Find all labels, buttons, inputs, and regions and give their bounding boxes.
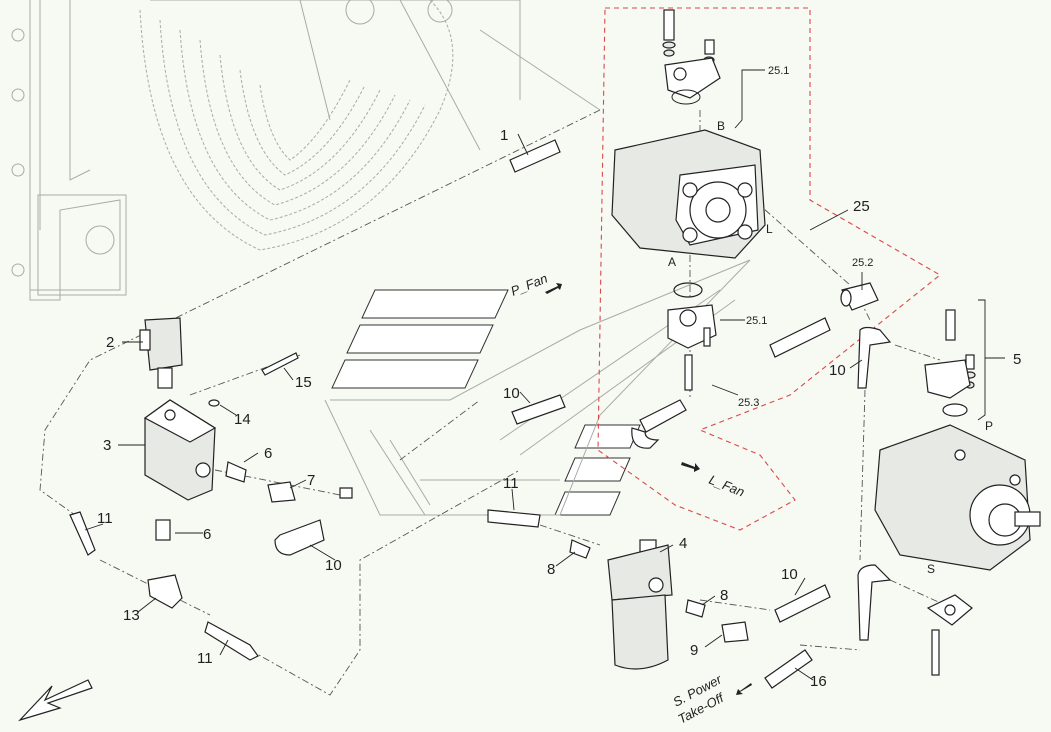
callout-15: 15 <box>295 374 312 391</box>
callout-10b: 10 <box>325 557 342 574</box>
takeoff-arrow-icon <box>736 683 752 695</box>
callout-25-3: 25.3 <box>738 397 759 409</box>
l-fan-arrow-icon <box>681 462 700 472</box>
callout-11a: 11 <box>503 475 519 492</box>
callout-10d: 10 <box>781 566 798 583</box>
valve-block-3 <box>143 399 217 501</box>
hose-25-3 <box>631 399 687 449</box>
callout-8a: 8 <box>547 561 555 578</box>
port-l-label: L <box>766 222 773 236</box>
callout-4: 4 <box>679 535 687 552</box>
kit-25-boundary <box>597 7 941 531</box>
flange-kit-5 <box>924 309 976 417</box>
arrow-down-left-icon <box>18 679 93 722</box>
fittings-11 <box>69 139 566 661</box>
port-labels: B A L P S <box>668 119 993 576</box>
p-fan-arrow-icon <box>545 283 562 294</box>
flow-arrows <box>18 283 752 722</box>
callout-14: 14 <box>234 411 251 428</box>
pipe-centerlines <box>39 109 946 696</box>
port-b-label: B <box>717 119 725 133</box>
callout-10a: 10 <box>503 385 520 402</box>
background-fan-assembly <box>11 0 601 301</box>
callout-25-1-lower: 25.1 <box>746 315 767 327</box>
solenoid-valve-2 <box>139 317 183 389</box>
hoses-10-right <box>764 317 892 689</box>
callout-3: 3 <box>103 437 111 454</box>
callout-5: 5 <box>1013 351 1021 368</box>
port-p-label: P <box>985 419 993 433</box>
callout-25-2: 25.2 <box>852 257 873 269</box>
hose-routing-bands <box>324 259 751 516</box>
callout-25: 25 <box>853 198 870 215</box>
port-a-label: A <box>668 255 676 269</box>
callout-9: 9 <box>690 642 698 659</box>
misc-fittings-left <box>147 352 353 609</box>
l-fan-label: L_Fan <box>707 472 747 500</box>
fitting-25-2 <box>840 282 879 311</box>
callout-2: 2 <box>106 334 114 351</box>
callout-10c: 10 <box>829 362 846 379</box>
callout-25-1-upper: 25.1 <box>768 65 789 77</box>
power-takeoff-flange <box>926 594 973 676</box>
callout-11b: 11 <box>97 510 113 527</box>
callout-11c: 11 <box>197 650 213 667</box>
callout-labels: 1 2 3 4 5 6 6 7 8 8 9 10 10 10 10 11 11 … <box>97 65 1021 690</box>
filter-4 <box>607 539 673 670</box>
flange-kit-25-1-upper <box>662 9 721 105</box>
callout-8b: 8 <box>720 587 728 604</box>
fittings-8-9 <box>569 539 749 643</box>
pump-assembly <box>874 424 1041 571</box>
callout-6a: 6 <box>264 445 272 462</box>
callout-6b: 6 <box>203 526 211 543</box>
callout-1: 1 <box>500 127 508 144</box>
leader-lines <box>84 69 1005 681</box>
callout-13: 13 <box>123 607 140 624</box>
callout-7: 7 <box>307 472 315 489</box>
callout-16: 16 <box>810 673 827 690</box>
fan-motor <box>611 129 766 259</box>
flange-kit-25-1-lower <box>667 282 717 391</box>
p-fan-label: P_Fan <box>509 271 550 299</box>
port-s-label: S <box>927 562 935 576</box>
